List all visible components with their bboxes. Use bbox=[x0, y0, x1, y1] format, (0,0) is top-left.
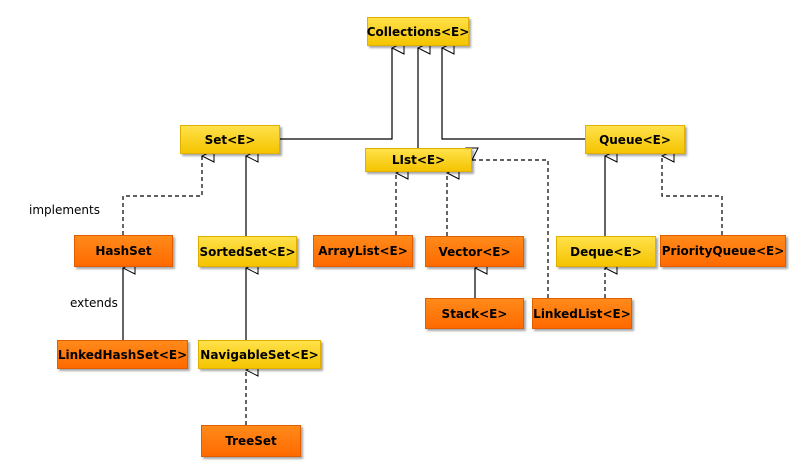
node-queue: Queue<E> bbox=[585, 125, 685, 154]
edge-priorityqueue-queue bbox=[662, 156, 723, 235]
node-list: LIst<E> bbox=[365, 148, 472, 172]
edge-linkedlist-list bbox=[472, 160, 549, 298]
node-arraylist: ArrayList<E> bbox=[313, 235, 413, 267]
node-hashset: HashSet bbox=[74, 235, 173, 267]
edge-set-collections bbox=[280, 48, 392, 140]
node-deque: Deque<E> bbox=[556, 236, 656, 267]
label-extends: extends bbox=[70, 296, 118, 310]
node-treeset: TreeSet bbox=[201, 425, 301, 457]
edge-queue-collections bbox=[442, 48, 585, 140]
node-stack: Stack<E> bbox=[425, 298, 524, 329]
node-vector: Vector<E> bbox=[425, 236, 524, 267]
node-set: Set<E> bbox=[180, 125, 280, 154]
node-navigableset: NavigableSet<E> bbox=[198, 340, 321, 369]
node-collections: Collections<E> bbox=[367, 17, 469, 46]
node-priorityqueue: PriorityQueue<E> bbox=[660, 235, 786, 267]
label-implements: implements bbox=[29, 203, 100, 217]
edge-hashset-set bbox=[122, 156, 202, 235]
node-linkedhashset: LinkedHashSet<E> bbox=[57, 340, 188, 369]
node-sortedset: SortedSet<E> bbox=[198, 236, 297, 267]
node-linkedlist: LinkedList<E> bbox=[532, 298, 632, 329]
